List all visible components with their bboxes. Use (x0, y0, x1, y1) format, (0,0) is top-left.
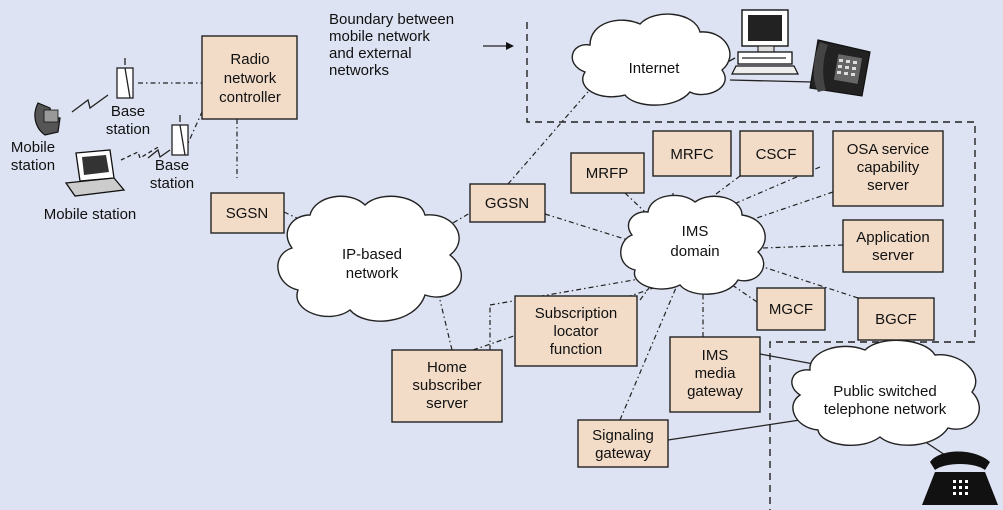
box-ggsn (469, 183, 546, 223)
box-cscf (739, 130, 814, 177)
cloud-ims-domain-label: domain (670, 243, 719, 260)
slf-label: Subscription (535, 305, 618, 322)
box-mrfp (570, 152, 645, 194)
bgcf-label: BGCF (875, 311, 917, 328)
cscf-label: CSCF (756, 146, 797, 163)
box-signaling-gateway (577, 419, 669, 468)
base-station-label: station (150, 175, 194, 192)
box-home-subscriber-server (391, 349, 503, 423)
wireless-links (71, 94, 171, 161)
box-bgcf (857, 297, 935, 341)
hss-label: subscriber (412, 377, 481, 394)
slf-label: locator (553, 323, 598, 340)
mrfp-label: MRFP (586, 165, 629, 182)
base-station-label: station (106, 121, 150, 138)
box-application-server (842, 219, 944, 273)
boundary-note: Boundary between mobile network and exte… (329, 11, 454, 79)
base-station-antenna-icon (171, 115, 189, 156)
cloud-pstn-label: Public switched (833, 383, 936, 400)
mobile-station-label: Mobile station (44, 206, 137, 223)
mobile-station-label: Mobile (11, 139, 55, 156)
rnc-label: Radio (230, 51, 269, 68)
boundary-note-line: Boundary between (329, 11, 454, 28)
cloud-internet (571, 13, 731, 106)
signaling-gw-label: gateway (595, 445, 651, 462)
box-mgcf (756, 287, 826, 331)
boundary-note-line: and external (329, 45, 412, 62)
cloud-ip-based-network (277, 195, 462, 322)
box-subscription-locator-function (514, 295, 638, 367)
cloud-internet-label: Internet (629, 60, 681, 77)
osa-label: capability (857, 159, 920, 176)
laptop-icon (64, 149, 126, 197)
arrow-right-icon (483, 42, 514, 50)
slf-label: function (550, 341, 603, 358)
cloud-pstn (791, 339, 980, 446)
base-station-label: Base (111, 103, 145, 120)
osa-label: OSA service (847, 141, 930, 158)
mrfc-label: MRFC (670, 146, 713, 163)
hss-label: Home (427, 359, 467, 376)
cloud-ip-network-label: IP-based (342, 246, 402, 263)
osa-label: server (867, 177, 909, 194)
app-server-label: Application (856, 229, 929, 246)
cloud-ims-domain-label: IMS (682, 223, 709, 240)
base-station-antenna-icon (116, 58, 134, 99)
signaling-gw-label: Signaling (592, 427, 654, 444)
mobile-station-label: station (11, 157, 55, 174)
media-gw-label: media (695, 365, 737, 382)
rotary-telephone-icon (922, 451, 998, 505)
box-osa-service-capability-server (832, 130, 944, 207)
app-server-label: server (872, 247, 914, 264)
cloud-ims-domain (620, 194, 766, 295)
desktop-computer-icon (731, 9, 799, 75)
desk-telephone-icon (809, 39, 871, 97)
box-sgsn (210, 192, 285, 234)
cloud-pstn-label: telephone network (824, 401, 947, 418)
network-boundary-line (526, 22, 976, 510)
rnc-label: controller (219, 89, 281, 106)
cloud-ip-network-label: network (346, 265, 399, 282)
phone-handset-icon (34, 102, 61, 136)
box-radio-network-controller (201, 35, 298, 120)
boundary-note-line: networks (329, 62, 389, 79)
sgsn-label: SGSN (226, 205, 269, 222)
base-station-label: Base (155, 157, 189, 174)
box-ims-media-gateway (669, 336, 761, 413)
ggsn-label: GGSN (485, 195, 529, 212)
mgcf-label: MGCF (769, 301, 813, 318)
rnc-label: network (224, 70, 277, 87)
boundary-note-line: mobile network (329, 28, 430, 45)
media-gw-label: IMS (702, 347, 729, 364)
media-gw-label: gateway (687, 383, 743, 400)
box-mrfc (652, 130, 732, 177)
hss-label: server (426, 395, 468, 412)
